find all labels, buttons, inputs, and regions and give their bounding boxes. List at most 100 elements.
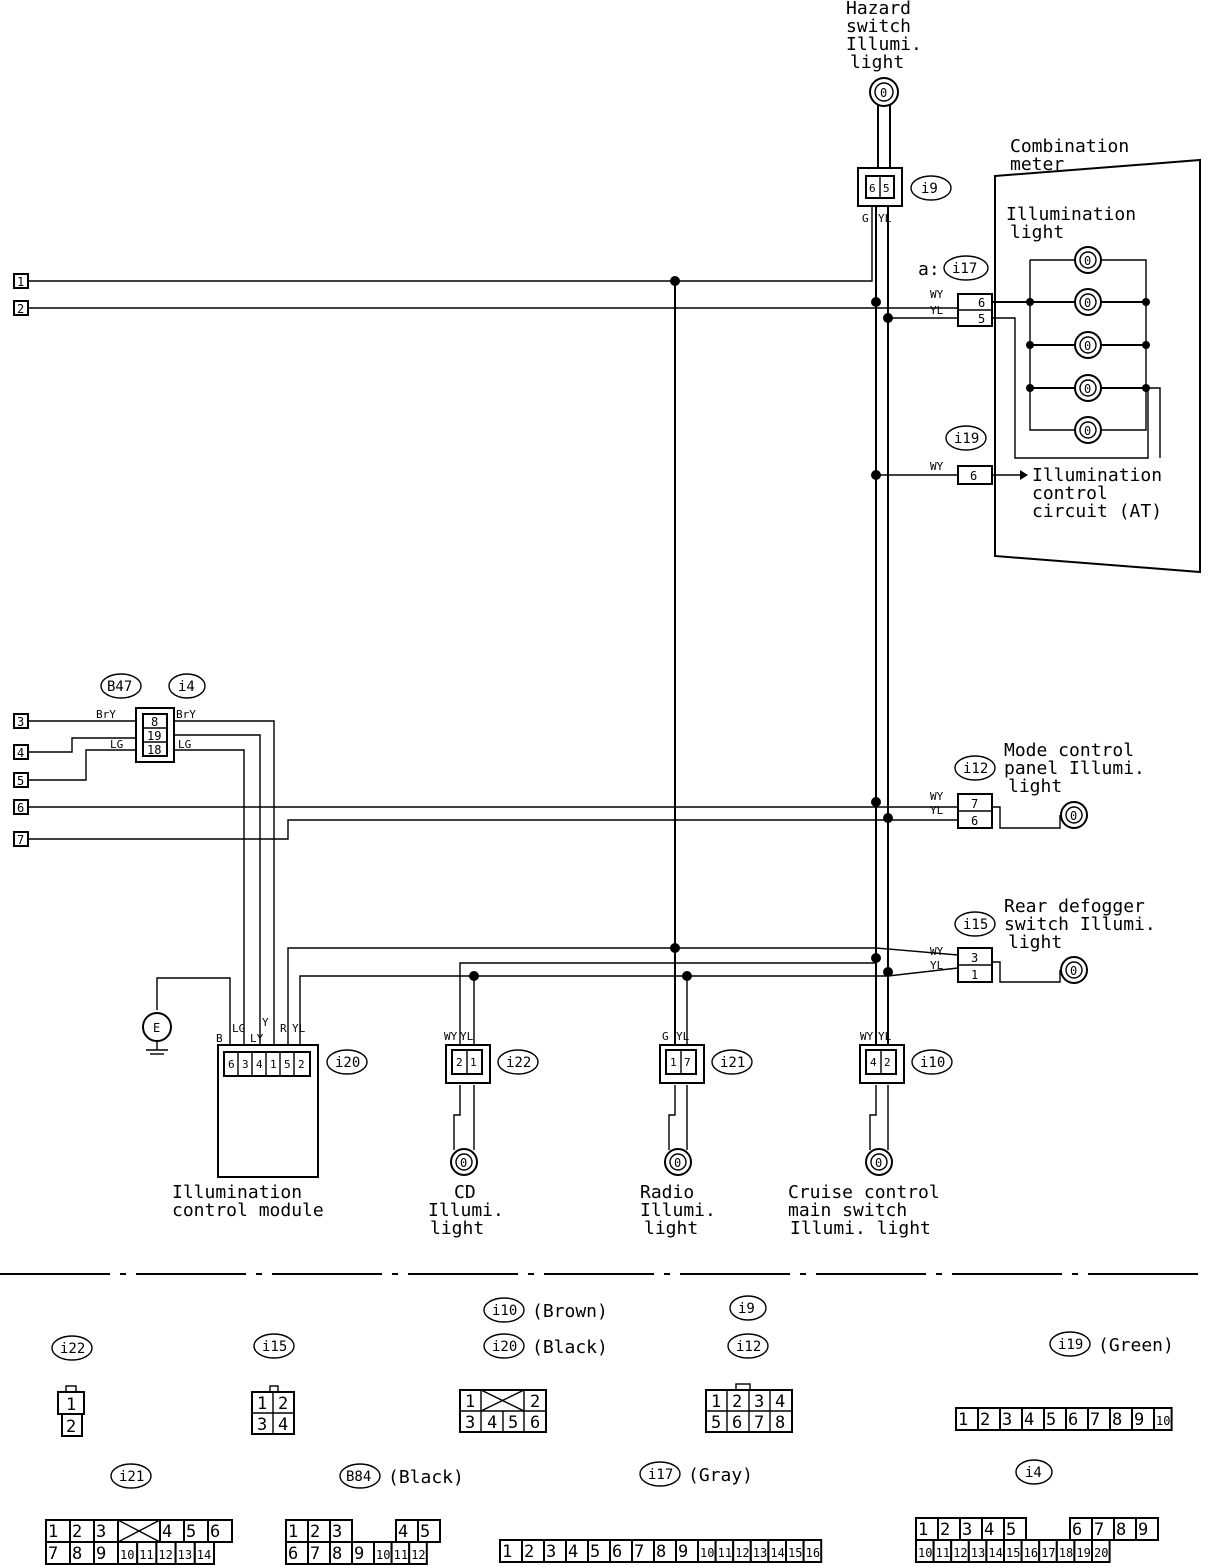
- legend-pin: 12: [158, 1548, 172, 1562]
- legend-pin: 11: [718, 1546, 732, 1560]
- wire-i15-yl: [299, 967, 959, 1050]
- legend-pin: 1: [66, 1395, 76, 1415]
- legend-pin: 2: [310, 1522, 320, 1542]
- terminal-box-4: [13, 744, 29, 760]
- legend-tag: [253, 1333, 295, 1359]
- terminal-box-3: [13, 713, 29, 729]
- legend-color: (Green): [1098, 1335, 1174, 1356]
- legend-pin: 7: [1090, 1410, 1100, 1430]
- lamp-icon: [1074, 246, 1102, 274]
- terminal-label: 5: [17, 774, 24, 788]
- ground-glyph: E: [153, 1021, 160, 1035]
- legend-pin: 10: [918, 1546, 932, 1560]
- legend-pin: 3: [332, 1522, 342, 1542]
- connector-tag-i19: [945, 425, 987, 451]
- legend-pin: 4: [568, 1542, 578, 1562]
- lamp-icon: [1074, 331, 1102, 359]
- wire-color: Y: [262, 1016, 269, 1029]
- legend-pin: 1: [48, 1522, 58, 1542]
- lamp-icon: [1060, 801, 1088, 829]
- connector-tag-i4: [168, 673, 206, 699]
- legend-color: (Black): [532, 1337, 608, 1358]
- terminal-boxes: 1 2 3 4 5 6 7: [13, 273, 29, 847]
- pin-label: 6: [869, 182, 876, 195]
- legend-pin: 9: [1138, 1520, 1148, 1540]
- legend-pin: 7: [634, 1542, 644, 1562]
- legend-pin: 6: [288, 1544, 298, 1564]
- lamp-glyph: 0: [1070, 964, 1077, 978]
- legend-pin: 2: [66, 1417, 76, 1437]
- component-label: panel Illumi.: [1004, 758, 1145, 779]
- wire-cd-wy: [459, 962, 876, 1050]
- lamp-glyph: 0: [1084, 424, 1091, 438]
- connector-id: B47: [107, 679, 132, 695]
- component-label: switch: [846, 16, 911, 37]
- combination-meter: Combination meter Illumination light 0 0…: [918, 136, 1201, 574]
- component-label: light: [430, 1218, 484, 1239]
- junction: [883, 967, 893, 977]
- lamp-icon: [1074, 374, 1102, 402]
- connector-id: i20: [335, 1055, 360, 1071]
- wire-i4-pin18: [172, 749, 245, 1050]
- connector-tag-i9: [910, 175, 952, 201]
- legend-pin: 13: [753, 1546, 767, 1560]
- terminal-label: 7: [17, 833, 24, 847]
- meter-bulbs: 0 0 0 0 0: [1074, 246, 1102, 444]
- legend-pin: 14: [197, 1548, 211, 1562]
- legend-pin: 1: [958, 1410, 968, 1430]
- legend-pin: 7: [754, 1413, 764, 1433]
- connector-tag-i15: [954, 911, 996, 937]
- pin-label: 19: [147, 729, 161, 743]
- wire-color: G: [862, 212, 869, 225]
- legend-tag: [483, 1333, 525, 1359]
- component-label: CD: [454, 1182, 476, 1203]
- illumination-control-module: E B LG LY Y R YL 6 3 4 1 5 2 i20 Illumin…: [142, 1012, 368, 1221]
- wire-color: B: [216, 1032, 223, 1045]
- junction: [883, 313, 893, 323]
- component-label: light: [1008, 932, 1062, 953]
- lamp-glyph: 0: [674, 1156, 681, 1170]
- pin-label: 7: [684, 1056, 691, 1069]
- wire-color: YL: [676, 1030, 690, 1043]
- lamp-icon: [1074, 416, 1102, 444]
- legend-id: i9: [738, 1301, 755, 1317]
- terminal-box-6: [13, 799, 29, 815]
- legend-pin: 5: [508, 1413, 518, 1433]
- wire-color: YL: [878, 1030, 892, 1043]
- legend-pin: 5: [420, 1522, 430, 1542]
- legend-id: i19: [1058, 1337, 1083, 1353]
- legend-pin: 4: [278, 1415, 288, 1435]
- lamp-glyph: 0: [460, 1156, 467, 1170]
- component-label: Mode control: [1004, 740, 1134, 761]
- wire-color: G: [662, 1030, 669, 1043]
- wire-color: LG: [178, 738, 191, 751]
- junction: [871, 953, 881, 963]
- legend-tag: [729, 1295, 767, 1321]
- cd-illumination: WY YL 2 1 i22 0 CD Illumi. light: [428, 1030, 539, 1239]
- wire-color: YL: [460, 1030, 474, 1043]
- component-label: Illumi.: [640, 1200, 716, 1221]
- terminal-box-2: [13, 300, 29, 316]
- component-label: control module: [172, 1200, 324, 1221]
- component-label: Illumi. light: [790, 1218, 931, 1239]
- legend-pin: 7: [48, 1544, 58, 1564]
- legend-pin: 9: [678, 1542, 688, 1562]
- legend-pin: 14: [988, 1546, 1002, 1560]
- pin-label: 6: [228, 1058, 235, 1071]
- legend-pin: 12: [953, 1546, 967, 1560]
- legend-pin: 3: [257, 1415, 267, 1435]
- wire-color: WY: [930, 790, 944, 803]
- terminal-box-5: [13, 772, 29, 788]
- lamp-icon: [874, 82, 894, 102]
- legend-color: (Gray): [688, 1465, 753, 1486]
- legend-id: i4: [1025, 1465, 1042, 1481]
- legend-tag: [727, 1333, 769, 1359]
- legend-pin: 1: [918, 1520, 928, 1540]
- pin-label: 1: [470, 1056, 477, 1069]
- connector-id: i12: [963, 761, 988, 777]
- radio-illumination: G YL 1 7 i21 0 Radio Illumi. light: [640, 1030, 753, 1239]
- wire-color: LY: [250, 1032, 264, 1045]
- component-label: light: [644, 1218, 698, 1239]
- pin-label: 2: [298, 1058, 305, 1071]
- wire-color: BrY: [96, 708, 116, 721]
